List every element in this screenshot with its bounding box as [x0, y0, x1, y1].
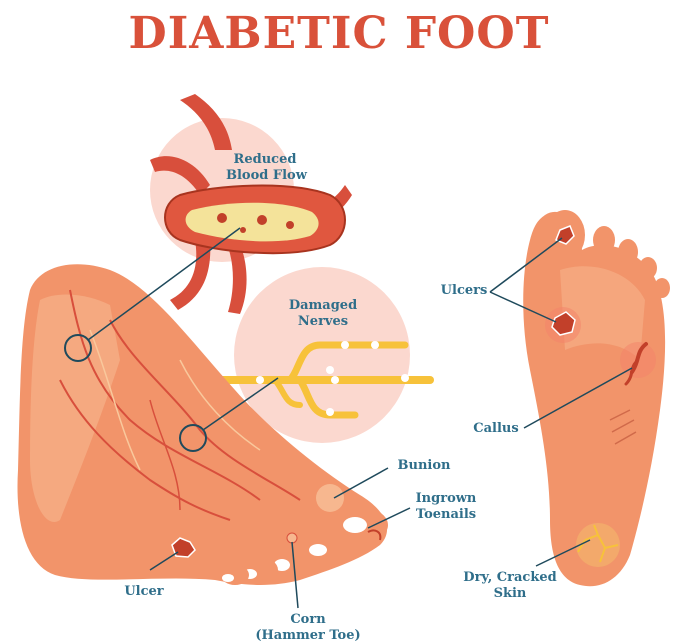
label-ulcer: Ulcer — [116, 584, 172, 600]
label-callus: Callus — [468, 421, 524, 437]
sole-foot-illustration — [523, 210, 670, 586]
label-ingrown-toenails: Ingrown Toenails — [410, 491, 482, 523]
label-line: Damaged — [286, 298, 360, 314]
label-line: Dry, Cracked — [458, 570, 562, 586]
label-line: Ulcers — [436, 283, 492, 299]
label-ulcers: Ulcers — [436, 283, 492, 299]
label-line: Nerves — [286, 314, 360, 330]
label-line: Blood Flow — [226, 168, 304, 184]
label-line: Skin — [458, 586, 562, 602]
label-line: Callus — [468, 421, 524, 437]
label-dry-cracked-skin: Dry, Cracked Skin — [458, 570, 562, 602]
label-line: Toenails — [410, 507, 482, 523]
label-line: Ulcer — [116, 584, 172, 600]
label-damaged-nerves: Damaged Nerves — [286, 298, 360, 330]
label-line: Corn — [250, 612, 366, 628]
label-corn: Corn (Hammer Toe) — [250, 612, 366, 644]
label-reduced-blood-flow: Reduced Blood Flow — [226, 152, 304, 184]
label-line: Bunion — [392, 458, 456, 474]
label-line: Ingrown — [410, 491, 482, 507]
label-bunion: Bunion — [392, 458, 456, 474]
label-line: Reduced — [226, 152, 304, 168]
label-line: (Hammer Toe) — [250, 628, 366, 644]
